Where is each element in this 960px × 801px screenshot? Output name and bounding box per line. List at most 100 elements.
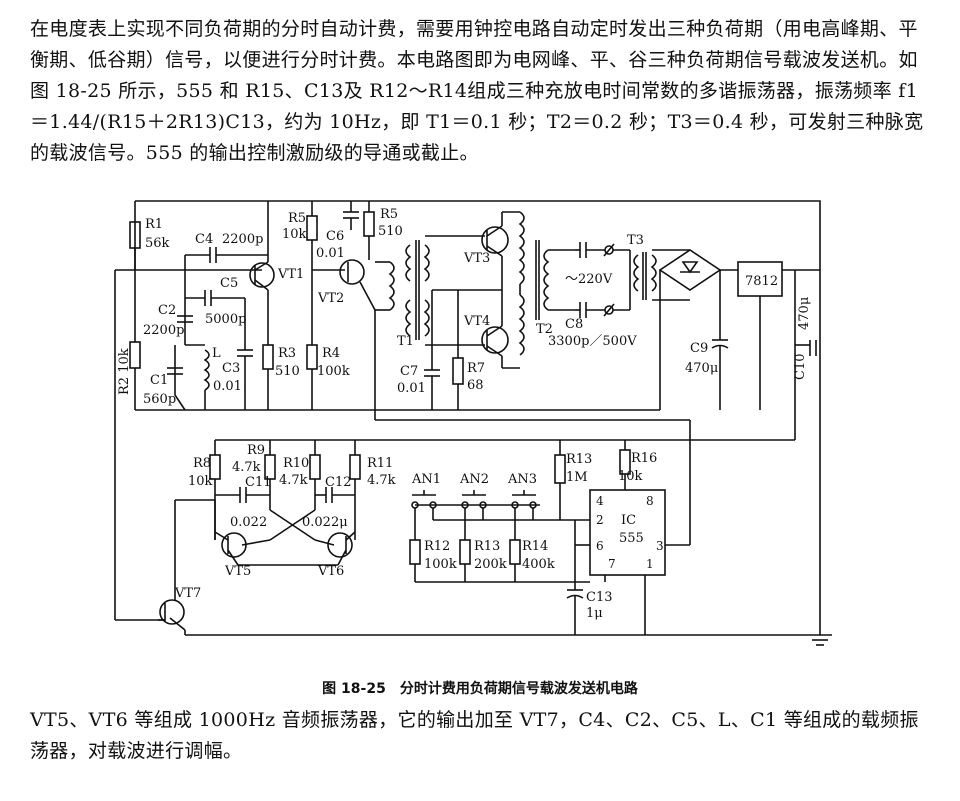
value-r10: 4.7k — [279, 473, 308, 488]
resistor-r5b — [363, 211, 375, 237]
label-ac: ～220V — [565, 272, 613, 287]
label-l: L — [212, 346, 221, 361]
label-c11: C11 — [245, 475, 272, 490]
figure-caption: 图 18-25 分时计费用负荷期信号载波发送机电路 — [322, 681, 638, 697]
value-c2: 2200p — [143, 323, 184, 338]
resistor-r14 — [509, 539, 521, 565]
value-r11: 4.7k — [367, 473, 396, 488]
value-r14: 400k — [522, 557, 555, 572]
label-r14: R14 — [522, 539, 548, 554]
resistor-r10 — [309, 454, 321, 480]
value-r3: 510 — [275, 364, 300, 379]
value-r5a: 10k — [282, 227, 307, 242]
bridge-rectifier — [658, 249, 722, 291]
ic-555 — [589, 489, 666, 576]
pin-8: 8 — [646, 494, 654, 508]
component-labels: R1 56k R2 10k C4 2200p C5 5000p C2 2200p… — [117, 207, 812, 621]
label-an3: AN3 — [507, 472, 537, 487]
audio-oscillator — [158, 440, 808, 636]
value-r12: 100k — [424, 557, 457, 572]
resistor-r11 — [349, 454, 361, 480]
label-t1: T1 — [397, 334, 414, 349]
circuit-diagram: R1 56k R2 10k C4 2200p C5 5000p C2 2200p… — [114, 200, 832, 646]
label-r16: R16 — [631, 451, 657, 466]
value-c9: 470μ — [685, 361, 718, 376]
label-vt2: VT2 — [317, 291, 344, 306]
label-r10: R10 — [283, 456, 309, 471]
pin-1: 1 — [646, 557, 654, 571]
value-r13: 200k — [474, 557, 507, 572]
label-vt5: VT5 — [224, 564, 251, 579]
label-r5b: R5 — [380, 207, 398, 222]
label-c2: C2 — [158, 303, 176, 318]
label-r3: R3 — [278, 346, 296, 361]
value-c13: 1μ — [586, 606, 603, 621]
power-rails — [114, 200, 832, 646]
label-r7: R7 — [467, 361, 485, 376]
resistor-r7 — [452, 357, 464, 385]
value-r7: 68 — [467, 378, 484, 393]
label-vt1: VT1 — [277, 267, 304, 282]
label-ic: IC — [621, 513, 636, 528]
label-c4: C4 — [195, 232, 213, 247]
label-an1: AN1 — [411, 472, 441, 487]
value-c10: 470μ — [797, 297, 812, 330]
label-r8: R8 — [193, 456, 211, 471]
resistor-r15 — [554, 454, 566, 484]
value-r4: 100k — [317, 364, 350, 379]
value-c12: 0.022μ — [302, 515, 348, 530]
resistor-r4 — [306, 344, 318, 370]
label-c12: C12 — [325, 475, 352, 490]
value-c11: 0.022 — [230, 515, 267, 530]
value-c8: 3300p／500V — [548, 334, 637, 349]
intro-paragraph: 在电度表上实现不同负荷期的分时自动计费，需要用钟控电路自动定时发出三种负荷期（用… — [30, 18, 924, 164]
label-c3: C3 — [222, 361, 240, 376]
label-t2: T2 — [536, 322, 553, 337]
timer-555 — [409, 440, 666, 635]
label-t3: T3 — [627, 233, 644, 248]
value-r1: 56k — [145, 236, 170, 251]
value-r9: 4.7k — [232, 460, 261, 475]
label-r9: R9 — [247, 443, 265, 458]
label-r12: R12 — [424, 539, 450, 554]
driver-stage — [306, 201, 691, 546]
resistor-r13 — [459, 539, 471, 565]
pin-2: 2 — [596, 513, 604, 527]
value-c1: 560p — [143, 392, 176, 407]
value-c3: 0.01 — [213, 379, 242, 394]
rf-oscillator — [129, 201, 275, 411]
resistor-r5a — [306, 215, 318, 241]
value-c6: 0.01 — [316, 246, 345, 261]
pin-4: 4 — [596, 494, 604, 508]
resistor-r12 — [409, 539, 421, 565]
label-c9: C9 — [690, 341, 708, 356]
output-stage — [405, 211, 575, 410]
value-r15: 1M — [566, 470, 588, 485]
label-r15: R13 — [566, 452, 592, 467]
pin-3: 3 — [656, 539, 664, 553]
pin-6: 6 — [596, 539, 604, 553]
value-c7: 0.01 — [397, 381, 426, 396]
outro-paragraph: VT5、VT6 等组成 1000Hz 音频振荡器，它的输出加至 VT7，C4、C… — [30, 709, 919, 762]
label-c13: C13 — [586, 590, 613, 605]
label-c5: C5 — [220, 276, 238, 291]
label-r2: R2 10k — [117, 348, 132, 395]
value-r16: 10k — [618, 469, 643, 484]
label-r4: R4 — [322, 346, 340, 361]
label-c8: C8 — [565, 317, 583, 332]
label-555: 555 — [619, 531, 644, 546]
label-vt6: VT6 — [317, 564, 344, 579]
resistor-r3 — [262, 344, 274, 370]
value-c5: 5000p — [205, 312, 246, 327]
label-c6: C6 — [326, 229, 344, 244]
value-r8: 10k — [188, 474, 213, 489]
label-r13: R13 — [474, 539, 500, 554]
power-supply — [215, 242, 820, 441]
value-r5b: 510 — [378, 224, 403, 239]
label-r11: R11 — [367, 456, 393, 471]
label-r5a: R5 — [288, 211, 306, 226]
label-c1: C1 — [150, 373, 168, 388]
label-c7: C7 — [400, 364, 418, 379]
label-vt7: VT7 — [174, 586, 201, 601]
label-vt3: VT3 — [463, 251, 490, 266]
